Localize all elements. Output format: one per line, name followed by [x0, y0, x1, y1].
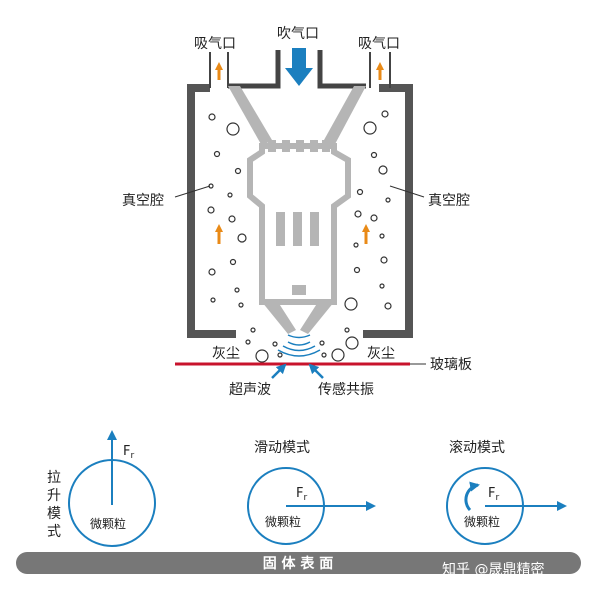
roll-mode-label: 滚动模式	[449, 439, 505, 456]
svg-text:式: 式	[47, 524, 61, 540]
suction-label-right: 吸气口	[358, 36, 400, 52]
dust-particles	[245, 336, 359, 363]
chamber-walls	[187, 84, 413, 338]
ultrasonic-waves	[277, 334, 321, 357]
svg-text:模: 模	[47, 506, 61, 522]
chamber-label-right: 真空腔	[428, 193, 470, 209]
top-plates	[228, 50, 366, 89]
slide-mode-figure: Fr 微颗粒	[247, 467, 376, 545]
force-label-slide: Fr	[296, 486, 307, 503]
blow-arrow	[285, 48, 313, 86]
slide-mode-label: 滑动模式	[254, 439, 310, 456]
roll-rotation-arrow	[464, 481, 480, 512]
chamber-label-left: 真空腔	[122, 193, 164, 209]
blow-label: 吹气口	[277, 26, 319, 42]
particle-label-slide: 微颗粒	[265, 514, 301, 529]
force-label-roll: Fr	[488, 486, 499, 503]
roll-mode-figure: Fr 微颗粒	[446, 467, 567, 545]
sensor-arrows	[271, 363, 324, 379]
suction-arrows	[215, 62, 384, 244]
ultrasonic-label: 超声波	[229, 382, 271, 398]
force-label-lift: Fr	[123, 444, 134, 461]
lift-mode-label: 拉 升 模 式	[47, 470, 61, 540]
lift-mode-figure: Fr 微颗粒	[68, 430, 156, 547]
inner-nozzle	[228, 86, 366, 334]
dust-label-right: 灰尘	[367, 346, 395, 362]
suction-label-left: 吸气口	[194, 36, 236, 52]
particle-label-lift: 微颗粒	[90, 516, 126, 531]
sensing-label: 传感共振	[318, 381, 374, 398]
chamber-particles	[207, 110, 392, 333]
watermark: 知乎 @晟鼎精密	[442, 561, 544, 578]
dust-label-left: 灰尘	[212, 346, 240, 362]
leader-lines	[174, 185, 426, 365]
suction-pipes	[209, 52, 391, 88]
svg-text:拉: 拉	[47, 470, 61, 486]
glass-label: 玻璃板	[430, 356, 472, 373]
svg-text:升: 升	[47, 488, 61, 504]
solid-surface-label: 固 体 表 面	[263, 555, 334, 572]
particle-label-roll: 微颗粒	[464, 514, 500, 529]
solid-surface-bar	[16, 552, 581, 574]
